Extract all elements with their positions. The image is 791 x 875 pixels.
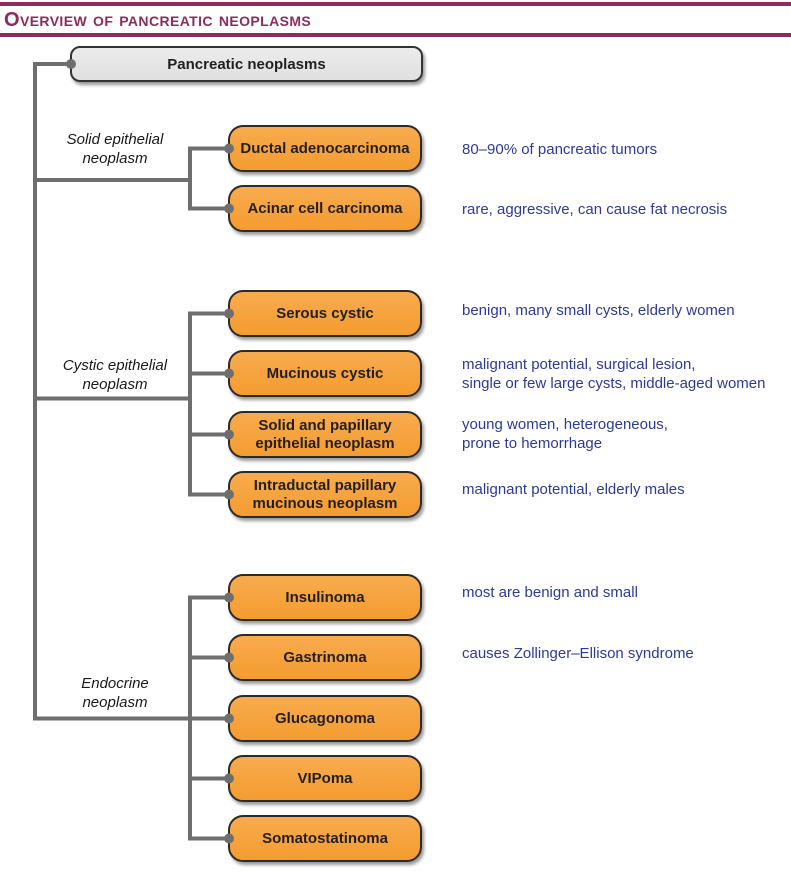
node-glucagonoma: Glucagonoma <box>228 695 422 742</box>
note-solid-and-papillary: young women, heterogeneous, prone to hem… <box>462 416 668 452</box>
node-gastrinoma: Gastrinoma <box>228 634 422 681</box>
connector-dot <box>224 833 234 844</box>
page-title: Overview of pancreatic neoplasms <box>4 9 312 31</box>
top-rule <box>0 2 791 6</box>
root-node-label: Pancreatic neoplasms <box>167 55 326 73</box>
note-ductal-adenocarcinoma: 80–90% of pancreatic tumors <box>462 141 658 158</box>
node-solid-and-papillary: Solid and papillary epithelial neoplasm <box>228 411 422 458</box>
node-intraductal-papillary: Intraductal papillary mucinous neoplasm <box>228 471 422 518</box>
connector-dot <box>224 143 234 154</box>
branch-cystic-lines <box>33 311 229 497</box>
connector-dot <box>224 713 234 724</box>
branch-label-endocrine: Endocrine neoplasm <box>81 675 149 711</box>
node-ductal-adenocarcinoma: Ductal adenocarcinoma <box>228 125 422 172</box>
branch-label-solid-epithelial: Solid epithelial neoplasm <box>66 131 164 167</box>
branch-endocrine-lines <box>33 595 229 841</box>
branch-label-cystic-epithelial: Cystic epithelial neoplasm <box>62 357 168 393</box>
note-insulinoma: most are benign and small <box>462 584 638 601</box>
note-gastrinoma: causes Zollinger–Ellison syndrome <box>462 645 694 662</box>
branch-solid-lines <box>33 146 229 211</box>
connector-dot <box>224 652 234 663</box>
connector-dot <box>224 368 234 379</box>
node-serous-cystic: Serous cystic <box>228 290 422 337</box>
connector-dot <box>224 592 234 603</box>
note-intraductal-papillary: malignant potential, elderly males <box>462 481 685 498</box>
connector-dot <box>224 308 234 319</box>
note-mucinous-cystic: malignant potential, surgical lesion, si… <box>462 356 766 392</box>
connector-dot <box>224 489 234 500</box>
connector-dot <box>224 203 234 214</box>
connector-dot <box>66 59 76 69</box>
note-acinar-cell-carcinoma: rare, aggressive, can cause fat necrosis <box>462 201 728 218</box>
node-somatostatinoma: Somatostatinoma <box>228 815 422 862</box>
node-vipoma: VIPoma <box>228 755 422 802</box>
connector-dot <box>224 773 234 784</box>
node-insulinoma: Insulinoma <box>228 574 422 621</box>
node-mucinous-cystic: Mucinous cystic <box>228 350 422 397</box>
connector-dot <box>224 429 234 440</box>
trunk-line <box>33 62 71 719</box>
title-underline <box>0 33 791 37</box>
note-serous-cystic: benign, many small cysts, elderly women <box>462 302 735 319</box>
